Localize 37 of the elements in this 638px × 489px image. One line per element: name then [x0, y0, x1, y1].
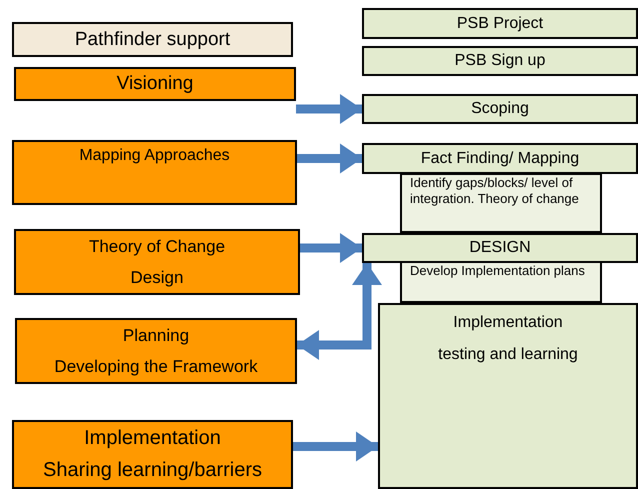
process-box: [12, 22, 293, 57]
box-label: Visioning: [116, 72, 194, 96]
block-arrow: [297, 144, 362, 174]
process-box: [362, 8, 638, 39]
process-box: [362, 233, 638, 263]
process-box: [362, 46, 638, 76]
process-box: [12, 140, 297, 205]
process-box: [362, 94, 638, 124]
box-label: Identify gaps/blocks/ level of integration. Theory of change: [410, 175, 580, 208]
process-box: [14, 229, 300, 295]
box-label: PSB Sign up: [454, 51, 546, 71]
box-label: Pathfinder support: [74, 28, 230, 52]
box-label: Implementation: [84, 426, 221, 451]
process-box: [400, 173, 602, 233]
box-label: Theory of Change: [88, 236, 226, 258]
block-arrow: [296, 94, 362, 124]
box-label: Planning: [122, 324, 190, 346]
process-box: [12, 420, 293, 489]
process-box: [15, 318, 297, 384]
box-label: PSB Project: [456, 14, 544, 34]
box-label: Develop Implementation plans: [410, 263, 585, 280]
process-box: [378, 303, 638, 489]
box-label: Mapping Approaches: [79, 146, 230, 166]
box-label: Design: [130, 266, 184, 288]
box-label: Scoping: [471, 99, 529, 119]
box-label: Fact Finding/ Mapping: [420, 148, 580, 168]
process-box: [362, 143, 638, 174]
box-label: Developing the Framework: [54, 356, 258, 378]
box-label: DESIGN: [469, 238, 531, 258]
process-box: [400, 261, 602, 303]
box-label: testing and learning: [438, 345, 578, 365]
box-label: Sharing learning/barriers: [42, 458, 262, 484]
block-arrow: [293, 432, 378, 462]
box-label: Implementation: [453, 313, 563, 333]
block-arrow: [297, 263, 382, 360]
process-box: [14, 67, 296, 101]
block-arrow: [300, 233, 362, 263]
